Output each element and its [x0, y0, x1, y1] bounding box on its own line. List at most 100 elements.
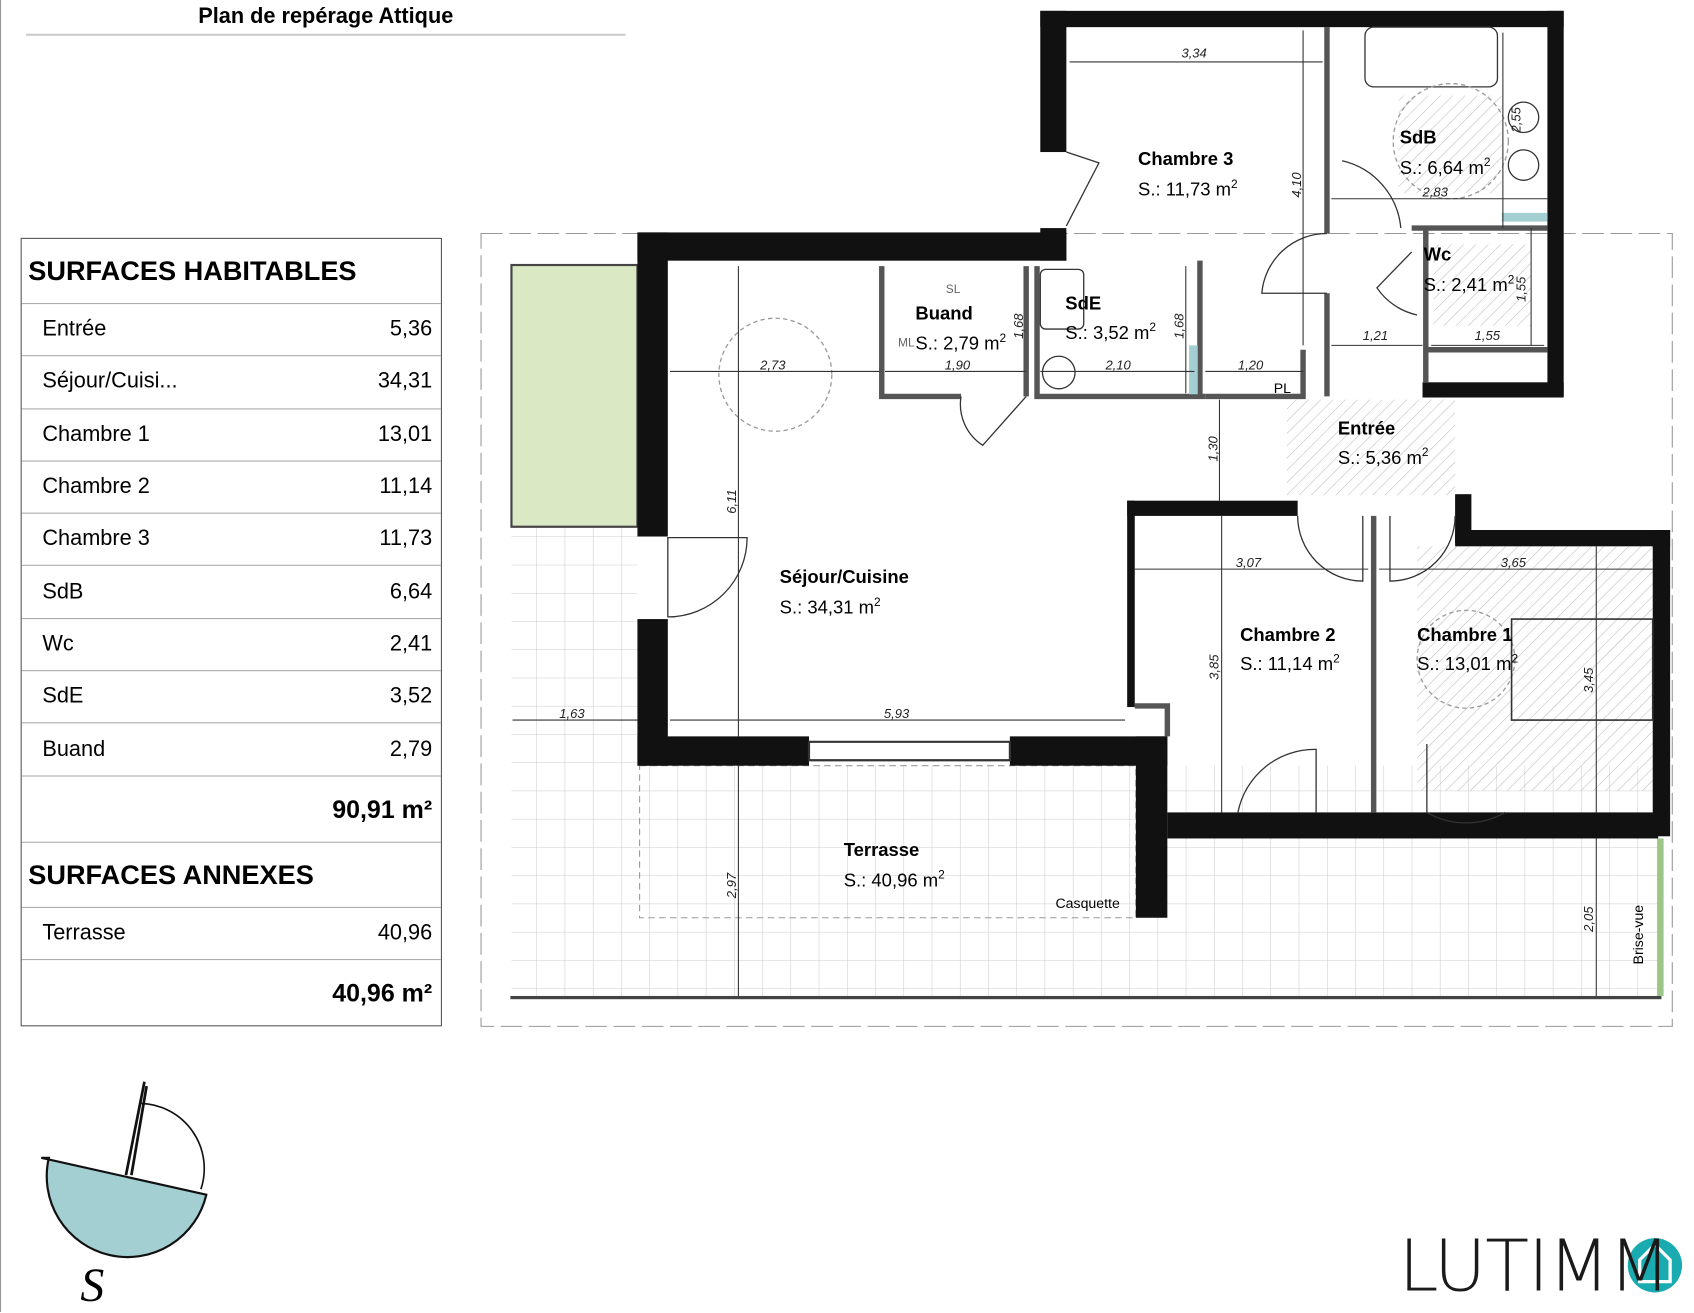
room-name-buand: Buand [915, 302, 972, 323]
room-name-chambre2: Chambre 2 [1240, 624, 1335, 645]
surface-label: Buand [42, 736, 106, 761]
surface-value: 34,31 [377, 369, 433, 394]
dim-210: 2,10 [1104, 357, 1131, 372]
dim-130: 1,30 [1205, 435, 1220, 461]
dim-365: 3,65 [1501, 555, 1527, 570]
room-area-wc: S.: 2,41 m2 [1424, 272, 1515, 295]
room-name-terrasse: Terrasse [844, 839, 920, 860]
room-area-buand: S.: 2,79 m2 [915, 331, 1006, 354]
surface-value: 3,52 [389, 684, 433, 709]
dim-120: 1,20 [1238, 357, 1264, 372]
surface-label: SdE [42, 684, 84, 709]
room-area-sdb: S.: 6,64 m2 [1400, 155, 1491, 178]
habitables-total: 90,91 m² [21, 775, 441, 843]
chambre1-hatch [1417, 546, 1654, 791]
annexes-total: 40,96 m² [21, 958, 441, 1025]
habitables-heading: SURFACES HABITABLES [21, 239, 441, 305]
dim-168-buand: 1,68 [1011, 313, 1026, 339]
label-ml: ML [898, 335, 915, 349]
lutimm-logo-icon [1627, 1238, 1683, 1293]
page-title: Plan de repérage Attique [26, 4, 626, 36]
dim-334: 3,34 [1181, 46, 1206, 61]
room-name-entree: Entrée [1338, 417, 1395, 438]
compass-icon [41, 1081, 208, 1259]
entree-hatch [1286, 399, 1456, 496]
radiator [1501, 212, 1548, 222]
dim-163: 1,63 [559, 706, 585, 721]
surface-value: 2,41 [389, 632, 433, 656]
dim-155: 1,55 [1475, 328, 1501, 343]
surface-row: Terrasse 40,96 [22, 908, 441, 959]
room-area-sejour: S.: 34,31 m2 [780, 595, 881, 618]
room-area-terrasse: S.: 40,96 m2 [844, 868, 945, 891]
surface-label: Séjour/Cuisi... [42, 369, 178, 394]
surface-label: Chambre 3 [42, 527, 150, 552]
surface-value: 11,73 [379, 527, 433, 552]
room-name-sejour: Séjour/Cuisine [780, 566, 909, 587]
dim-255: 2,55 [1508, 106, 1523, 133]
label-sl: SL [946, 282, 961, 296]
doors [667, 26, 1654, 824]
room-name-wc: Wc [1424, 244, 1452, 265]
dim-410: 4,10 [1289, 172, 1304, 198]
room-name-sde: SdE [1065, 293, 1101, 314]
label-brise-vue: Brise-vue [1630, 905, 1646, 965]
radiator [1189, 345, 1198, 395]
partitions [879, 27, 1548, 813]
room-name-chambre1: Chambre 1 [1417, 624, 1512, 645]
label-casquette: Casquette [1055, 895, 1119, 911]
surface-row: Buand 2,79 [21, 722, 441, 775]
garden-planter [510, 263, 639, 528]
dim-273: 2,73 [759, 357, 786, 372]
dim-283: 2,83 [1422, 185, 1449, 200]
dim-121: 1,21 [1363, 328, 1388, 343]
walls [637, 10, 1671, 918]
brise-vue-screen [1657, 838, 1664, 996]
surface-row: Chambre 3 11,73 [21, 512, 441, 565]
surface-row: Séjour/Cuisi... 34,31 [21, 355, 441, 407]
dim-611: 6,11 [724, 489, 739, 513]
dim-205: 2,05 [1581, 906, 1596, 933]
dim-345: 3,45 [1581, 667, 1596, 693]
room-area-sde: S.: 3,52 m2 [1065, 320, 1156, 343]
label-pl: PL [1274, 380, 1291, 396]
room-area-chambre3: S.: 11,73 m2 [1138, 177, 1238, 200]
surface-value: 40,96 [377, 920, 433, 945]
dim-385: 3,85 [1206, 654, 1221, 680]
surface-row: Chambre 1 13,01 [21, 407, 441, 460]
surface-value: 11,14 [379, 474, 433, 499]
surface-row: Wc 2,41 [21, 617, 441, 670]
surface-value: 6,64 [389, 579, 433, 604]
dim-155-vertical: 1,55 [1514, 276, 1529, 302]
dim-190: 1,90 [945, 357, 971, 372]
surface-label: Chambre 1 [42, 422, 150, 447]
room-name-sdb: SdB [1400, 126, 1437, 147]
page-border [0, 0, 2, 1313]
surface-label: SdB [42, 579, 84, 604]
dim-593: 5,93 [884, 706, 910, 721]
surface-value: 2,79 [389, 736, 433, 761]
room-name-chambre3: Chambre 3 [1138, 148, 1233, 169]
surface-row: Chambre 2 11,14 [21, 460, 441, 512]
surface-label: Wc [42, 632, 74, 656]
lutimm-logo: LUTIMM [1398, 1224, 1671, 1308]
room-area-chambre1: S.: 13,01 m2 [1417, 652, 1518, 675]
surface-label: Chambre 2 [42, 474, 150, 499]
surface-value: 5,36 [389, 317, 433, 342]
dim-168-sde: 1,68 [1172, 313, 1187, 339]
surface-row: SdE 3,52 [21, 670, 441, 722]
compass-south-label: S [80, 1258, 105, 1313]
dimension-lines [512, 30, 1653, 996]
surface-value: 13,01 [377, 422, 433, 447]
dim-307: 3,07 [1236, 555, 1262, 570]
surface-row: SdB 6,64 [21, 565, 441, 617]
surface-label: Terrasse [42, 920, 126, 945]
room-area-chambre2: S.: 11,14 m2 [1240, 652, 1340, 675]
surface-label: Entrée [42, 317, 107, 342]
surface-row: Entrée 5,36 [22, 304, 441, 355]
room-area-entree: S.: 5,36 m2 [1338, 445, 1429, 468]
dim-297: 2,97 [724, 872, 739, 899]
